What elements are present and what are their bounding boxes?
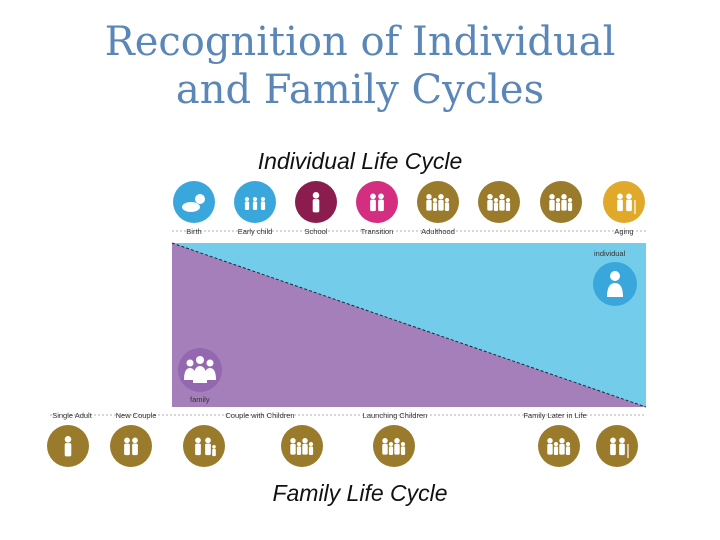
family-stage-circle: [596, 425, 638, 467]
family-label: family: [190, 395, 210, 404]
individual-stage-label: Aging: [614, 227, 633, 236]
family-stage-2: New Couple: [110, 411, 156, 467]
page-title: Recognition of Individual and Family Cyc…: [0, 18, 720, 114]
person-icon: [607, 271, 623, 297]
family-stage-circle: [281, 425, 323, 467]
family-stage-1: Single Adult: [47, 411, 93, 467]
individual-stage-8: Aging: [603, 181, 645, 236]
family-icon: [547, 438, 571, 455]
adults-icon: [487, 194, 511, 211]
couple-icon: [124, 437, 138, 456]
individual-stage-label: School: [305, 227, 328, 236]
title-line-1: Recognition of Individual: [104, 19, 616, 65]
individual-stage-1: Birth: [173, 181, 215, 236]
adults-icon: [549, 194, 573, 211]
family-stage-label: Single Adult: [52, 411, 93, 420]
individual-life-cycle-title: Individual Life Cycle: [257, 148, 463, 174]
young-adults-icon: [370, 193, 384, 212]
group-icon: [184, 356, 216, 383]
family-stage-7: Family Later in Life: [523, 411, 587, 467]
student-icon: [312, 192, 320, 213]
individual-label: individual: [594, 249, 626, 258]
couple-with-child-icon: [195, 437, 216, 457]
individual-stage-circle: [173, 181, 215, 223]
single-adult-icon: [64, 436, 72, 457]
baby-icon: [182, 194, 205, 212]
individual-stage-4: Transition: [356, 181, 398, 236]
individual-stage-3: School: [295, 181, 337, 236]
family-stage-4: [281, 425, 323, 467]
family-stage-circle: [538, 425, 580, 467]
individual-stage-label: Birth: [186, 227, 201, 236]
family-stage-label: Launching Children: [363, 411, 428, 420]
family-icon: [290, 438, 314, 455]
individual-stage-circle: [356, 181, 398, 223]
individual-stage-6: [478, 181, 520, 223]
family-stage-8: [596, 425, 638, 467]
elderly-couple-icon: [610, 437, 629, 458]
individual-stage-5: Adulthood: [417, 181, 459, 236]
individual-stage-2: Early child: [234, 181, 276, 236]
family-stage-circle: [183, 425, 225, 467]
elderly-icon: [617, 193, 636, 214]
individual-stage-circle: [603, 181, 645, 223]
individual-stage-label: Adulthood: [421, 227, 455, 236]
family-icon: [382, 438, 406, 455]
adults-icon: [426, 194, 450, 211]
family-life-cycle-title: Family Life Cycle: [272, 480, 448, 506]
family-stage-circle: [110, 425, 152, 467]
family-stage-label: Family Later in Life: [523, 411, 586, 420]
individual-stage-circle: [478, 181, 520, 223]
family-stage-circle: [373, 425, 415, 467]
family-stage-label: Couple with Children: [225, 411, 294, 420]
individual-stage-circle: [540, 181, 582, 223]
children-icon: [244, 197, 266, 210]
individual-stage-label: Early child: [238, 227, 273, 236]
family-stage-label: New Couple: [116, 411, 157, 420]
family-stage-3: Couple with Children: [183, 411, 295, 467]
family-stage-5: Launching Children: [363, 411, 428, 467]
cycle-divider-line: [171, 242, 647, 408]
individual-stage-7: [540, 181, 582, 223]
title-line-2: and Family Cycles: [175, 67, 545, 113]
individual-stage-circle: [417, 181, 459, 223]
individual-stage-label: Transition: [361, 227, 394, 236]
